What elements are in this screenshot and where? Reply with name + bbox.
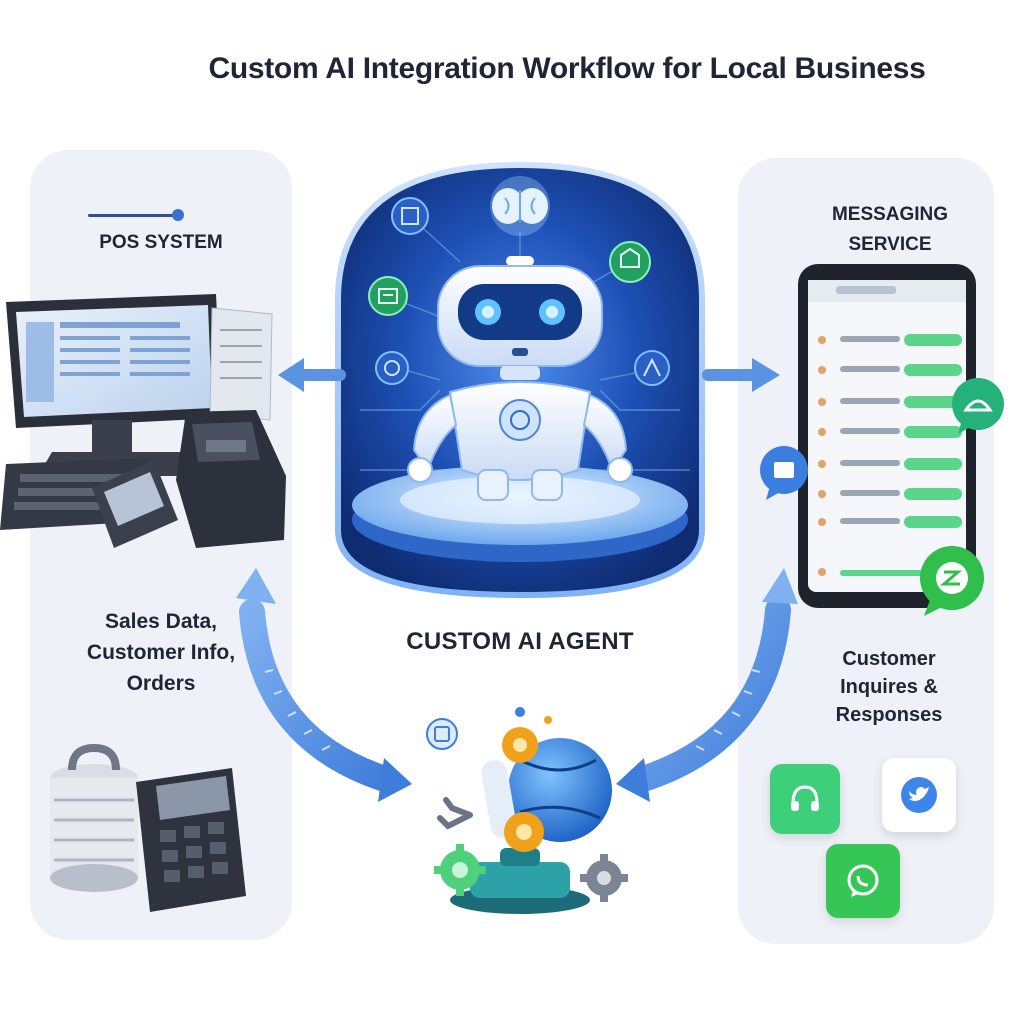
- customer-data-line: Inquires &: [840, 676, 938, 698]
- messaging-heading-line: MESSAGING: [831, 204, 949, 225]
- whatsapp-app-icon: [826, 844, 900, 918]
- skill-icon: [609, 241, 651, 283]
- custom-ai-agent-label: CUSTOM AI AGENT: [406, 628, 634, 655]
- pos-system-heading: POS SYSTEM: [99, 232, 223, 253]
- twitter-app-icon: [882, 758, 956, 832]
- chat-bubble-icon: [920, 546, 984, 616]
- chat-message-rows: [818, 334, 962, 576]
- skill-icon: [391, 197, 429, 235]
- calculator-icon: [136, 768, 246, 912]
- headset-app-icon: [770, 764, 840, 834]
- receipt-printer-icon: [176, 307, 286, 548]
- chat-bubble-icon: [760, 446, 808, 500]
- ai-robot-icon: [407, 256, 633, 501]
- smartphone-chat-icon: [798, 264, 976, 608]
- curved-arrow-right: [616, 568, 798, 802]
- card-reader-icon: [92, 460, 178, 548]
- robotic-arm-icon: [437, 707, 612, 914]
- pos-data-line: Orders: [126, 672, 196, 695]
- pos-data-line: Customer Info,: [86, 641, 236, 664]
- pos-data-line: Sales Data,: [104, 610, 218, 633]
- messaging-heading-line: SERVICE: [848, 234, 932, 255]
- arrow-to-pos: [278, 358, 346, 392]
- messaging-service-heading: MESSAGING SERVICE: [790, 200, 990, 260]
- curved-arrow-left: [236, 568, 412, 802]
- customer-data-line: Customer: [842, 648, 936, 670]
- pos-heading-underline: [88, 214, 174, 217]
- gear-icon: [434, 844, 486, 896]
- pos-heading-dot: [172, 209, 184, 221]
- chat-bubble-icon: [952, 378, 1004, 434]
- chat-bubble-icon: [426, 718, 458, 750]
- customer-data-label: Customer Inquires & Responses: [780, 645, 998, 729]
- database-icon: [50, 743, 138, 892]
- pos-data-label: Sales Data, Customer Info, Orders: [30, 606, 292, 699]
- skill-icon: [634, 350, 670, 386]
- customer-data-line: Responses: [835, 704, 943, 726]
- skill-icon: [375, 351, 409, 385]
- brain-icon: [490, 176, 550, 236]
- page-title: Custom AI Integration Workflow for Local…: [208, 52, 926, 85]
- gear-icon: [580, 854, 628, 902]
- arrow-to-messaging: [702, 358, 780, 392]
- skill-icon: [368, 276, 408, 316]
